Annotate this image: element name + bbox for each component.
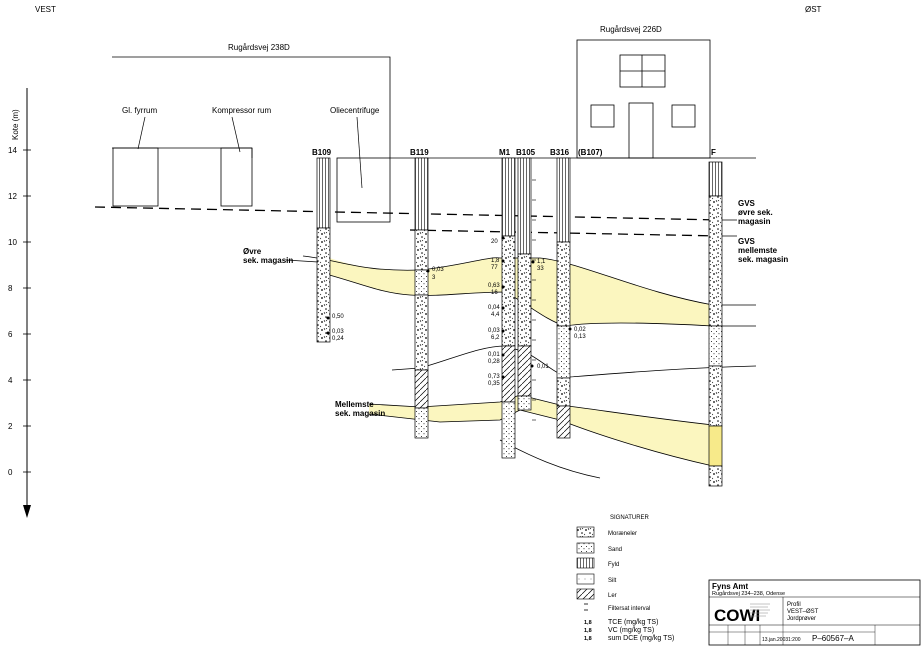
legend-title: SIGNATURER xyxy=(610,515,650,521)
sample-value: 0,03 xyxy=(432,267,444,273)
drawing-number: P–60567–A xyxy=(812,634,854,643)
axis-tick-label: 12 xyxy=(8,192,17,201)
upper-aquifer-label-1: Øvre xyxy=(243,247,262,256)
aquifer-labels: Øvre sek. magasin Mellemste sek. magasin… xyxy=(243,199,788,418)
sample-value: 0,01 xyxy=(488,352,500,358)
building-left: Rugårdsvej 238D Gl. fyrrum Kompressor ru… xyxy=(112,43,391,223)
sample-values: 0,50 0,03 0,24 0,03 3 20 1,8 77 0,63 16 … xyxy=(326,236,586,387)
drawing-title-3: Jordprøver xyxy=(787,616,816,622)
drawing-title-1: Profil xyxy=(787,602,801,608)
legend-value-dce: sum DCE (mg/kg TS) xyxy=(608,635,674,642)
legend-value-tce: TCE (mg/kg TS) xyxy=(608,619,658,626)
sample-value: 16 xyxy=(491,290,498,296)
upper-aquifer-label-2: sek. magasin xyxy=(243,256,293,265)
sample-value: 1,1 xyxy=(537,259,546,265)
middle-aquifer-label-2: sek. magasin xyxy=(335,409,385,418)
axis-tick-label: 0 xyxy=(8,468,13,477)
sample-value: 1,8 xyxy=(491,258,500,264)
borehole-label-b119: B119 xyxy=(410,148,429,157)
legend: SIGNATURER Moræneler Sand Fyld Silt Ler … xyxy=(576,515,674,642)
axis-tick-label: 8 xyxy=(8,284,13,293)
borehole-label-b109: B109 xyxy=(312,148,332,157)
sample-value: 77 xyxy=(491,265,498,271)
sample-value: 0,35 xyxy=(488,381,500,387)
direction-east: ØST xyxy=(805,5,822,14)
borehole-label-b105: B105 xyxy=(516,148,536,157)
legend-sample-vc: 1,8 xyxy=(584,628,592,634)
legend-item-silt: Silt xyxy=(608,578,617,584)
title-block: Fyns Amt Rugårdsvej 234–238, Odense COWI… xyxy=(708,579,921,646)
sample-value: 0,24 xyxy=(332,336,344,342)
room-gl-fyrrum: Gl. fyrrum xyxy=(122,106,157,115)
gvs-middle-2: mellemste xyxy=(738,246,778,255)
borehole-label-m1: M1 xyxy=(499,148,511,157)
sample-value: 0,50 xyxy=(332,314,344,320)
gvs-middle-3: sek. magasin xyxy=(738,255,788,264)
sample-value: 33 xyxy=(537,266,544,272)
axis-tick-label: 2 xyxy=(8,422,13,431)
sample-value: 6,2 xyxy=(491,335,500,341)
room-kompressor: Kompressor rum xyxy=(212,106,271,115)
legend-sample-tce: 1,8 xyxy=(584,620,592,626)
sample-value: 0,73 xyxy=(488,374,500,380)
axis-tick-label: 6 xyxy=(8,330,13,339)
axis-tick-label: 14 xyxy=(8,146,17,155)
client-name: Fyns Amt xyxy=(712,582,748,591)
gvs-upper-3: magasin xyxy=(738,217,771,226)
groundwater-lines xyxy=(94,206,721,237)
middle-aquifer-band xyxy=(369,395,713,466)
borehole-columns xyxy=(316,157,723,487)
axis-tick-label: 10 xyxy=(8,238,17,247)
legend-sample-dce: 1,8 xyxy=(584,636,592,642)
legend-item-filter: Filtersat interval xyxy=(608,606,650,612)
legend-item-moraeneler: Moræneler xyxy=(608,531,637,537)
legend-item-sand: Sand xyxy=(608,547,622,553)
building-left-name: Rugårdsvej 238D xyxy=(228,43,290,52)
middle-aquifer-label-1: Mellemste xyxy=(335,400,374,409)
axis-label: Kote (m) xyxy=(11,109,20,140)
sample-value: 3 xyxy=(432,275,436,281)
legend-value-vc: VC (mg/kg TS) xyxy=(608,627,654,634)
gvs-middle-1: GVS xyxy=(738,237,756,246)
sample-value: 0,01 xyxy=(537,364,549,370)
drawing-title-2: VEST–ØST xyxy=(787,609,819,615)
cowi-logo: COWI xyxy=(714,606,760,625)
drawing-scale: 1:200 xyxy=(788,637,801,643)
legend-item-ler: Ler xyxy=(608,593,617,599)
building-right: Rugårdsvej 226D xyxy=(576,25,711,159)
axis-tick-label: 4 xyxy=(8,376,13,385)
sample-value: 0,63 xyxy=(488,283,500,289)
gvs-upper-2: øvre sek. xyxy=(738,208,773,217)
building-right-name: Rugårdsvej 226D xyxy=(600,25,662,34)
layer-boundaries xyxy=(302,255,757,479)
sample-value: 4,4 xyxy=(491,312,500,318)
sample-value: 20 xyxy=(491,239,498,245)
sample-value: 0,28 xyxy=(488,359,500,365)
sample-value: 0,02 xyxy=(574,327,586,333)
borehole-label-b316: B316 xyxy=(550,148,570,157)
borehole-label-f: F xyxy=(711,148,716,157)
sample-value: 0,13 xyxy=(574,334,586,340)
direction-west: VEST xyxy=(35,5,56,14)
drawing-date: 13.jan.2003 xyxy=(762,637,788,643)
gvs-upper-1: GVS xyxy=(738,199,756,208)
sample-value: 0,03 xyxy=(488,328,500,334)
elevation-axis: Kote (m) 14 12 10 8 6 4 2 0 xyxy=(8,88,31,518)
legend-item-fyld: Fyld xyxy=(608,562,619,568)
sample-value: 0,03 xyxy=(332,329,344,335)
client-address: Rugårdsvej 234–238, Odense xyxy=(712,590,785,597)
borehole-label-b107: (B107) xyxy=(578,148,603,157)
sample-value: 0,04 xyxy=(488,305,500,311)
room-oliecentrifuge: Oliecentrifuge xyxy=(330,106,380,115)
